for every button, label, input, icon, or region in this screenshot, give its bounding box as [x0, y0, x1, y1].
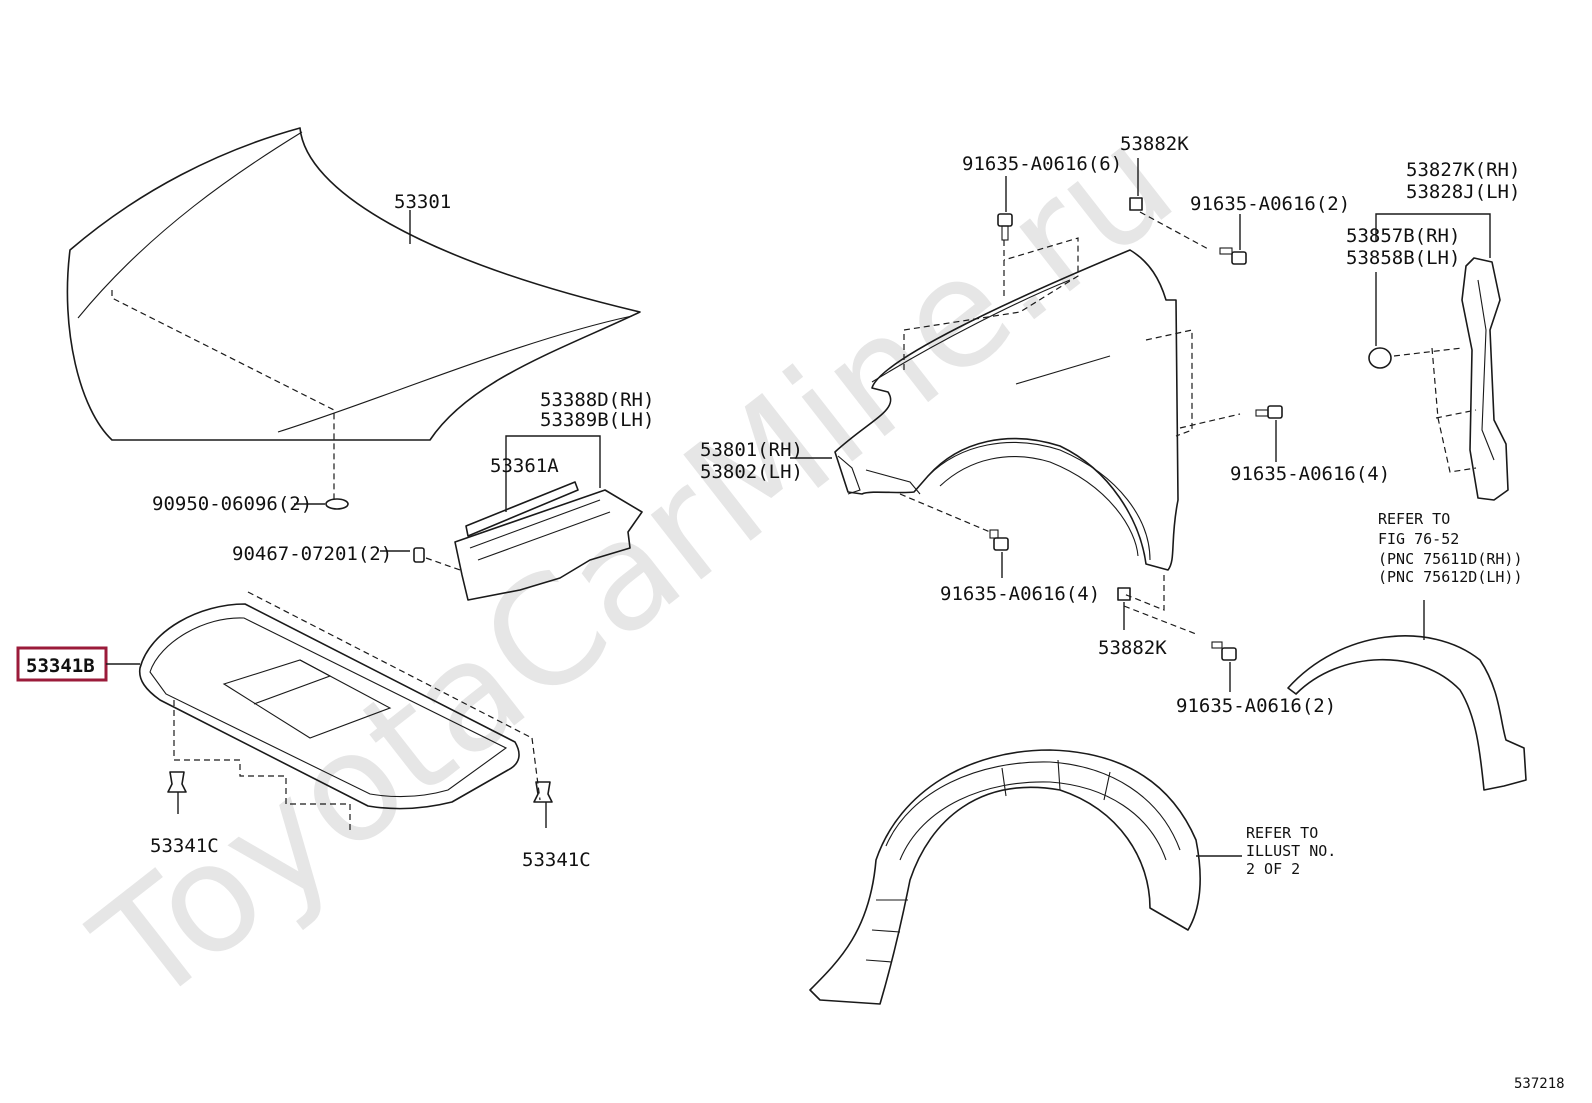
wheel-arch-molding [1287, 635, 1527, 791]
fig-ref-line-3: (PNC 75611D(RH)) [1378, 550, 1523, 568]
hood-seal [454, 481, 643, 601]
hood-clip-shape [325, 498, 349, 510]
insulator-dashed-left [173, 700, 351, 834]
illust-ref-line-3: 2 OF 2 [1246, 860, 1300, 878]
label-seal-a[interactable]: 53361A [490, 455, 559, 477]
fig-ref-line-2: FIG 76-52 [1378, 530, 1459, 548]
label-insulator-clip-right[interactable]: 53341C [522, 849, 591, 871]
fender-dashed-right [1145, 329, 1193, 437]
fig-ref-line-1: REFER TO [1378, 510, 1450, 528]
label-clip-lh[interactable]: 53858B(LH) [1346, 247, 1460, 269]
fender-liner [809, 749, 1201, 1005]
label-bracket-lh[interactable]: 53828J(LH) [1406, 181, 1520, 203]
label-nut-bottom[interactable]: 53882K [1098, 637, 1167, 659]
label-insulator[interactable]: 53341B [26, 655, 95, 677]
bolt-top-shape [997, 176, 1013, 241]
fender-dashed-nut [1139, 211, 1211, 251]
bolt-bottom-right-shape [1211, 641, 1237, 692]
label-bolt-top-right[interactable]: 91635-A0616(2) [1190, 193, 1350, 215]
fender-dashed-bottom [1123, 575, 1165, 611]
label-clip-rh[interactable]: 53857B(RH) [1346, 225, 1460, 247]
bolt-right-shape [1255, 405, 1283, 462]
label-bracket-rh[interactable]: 53827K(RH) [1406, 159, 1520, 181]
bracket-dashed-bottom [1431, 347, 1477, 473]
label-bolt-right[interactable]: 91635-A0616(4) [1230, 463, 1390, 485]
hood-dashed-guide [111, 290, 335, 500]
bolt-top-right-shape [1219, 214, 1247, 265]
fender-dashed-top [903, 237, 1079, 370]
label-insulator-clip-left[interactable]: 53341C [150, 835, 219, 857]
label-hood-clip[interactable]: 90950-06096(2) [152, 493, 312, 515]
label-hood[interactable]: 53301 [394, 191, 451, 213]
side-bracket [1461, 257, 1509, 501]
insulator-dashed-right [531, 737, 541, 801]
bracket-clip-shape [1368, 272, 1392, 369]
label-fender-lh[interactable]: 53802(LH) [700, 461, 803, 483]
label-fender-rh[interactable]: 53801(RH) [700, 439, 803, 461]
label-seal-clip[interactable]: 90467-07201(2) [232, 543, 392, 565]
label-seal-rh[interactable]: 53388D(RH) [540, 389, 654, 411]
fender-dashed-bottom-bolt [1123, 605, 1197, 635]
insulator-clip-left-shape [167, 771, 187, 814]
bracket-dashed-mid [1435, 409, 1477, 419]
illust-ref-line-2: ILLUST NO. [1246, 842, 1336, 860]
bolt-bottom-shape [989, 529, 1009, 578]
label-bolt-bottom-right[interactable]: 91635-A0616(2) [1176, 695, 1336, 717]
bracket-leader [1375, 213, 1491, 258]
watermark: ToyotaCarMine.ru [64, 94, 1205, 1038]
insulator-dashed-top [247, 591, 533, 739]
nut-top-shape [1129, 158, 1143, 211]
bracket-dashed-top [1393, 347, 1463, 357]
nut-bottom-shape [1117, 587, 1131, 630]
hood-insulator [138, 603, 520, 810]
label-bolt-bottom[interactable]: 91635-A0616(4) [940, 583, 1100, 605]
fender-dashed-left-bolt [899, 493, 991, 533]
insulator-clip-right-shape [533, 781, 553, 828]
front-fender [834, 249, 1179, 571]
label-seal-lh[interactable]: 53389B(LH) [540, 409, 654, 431]
seal-bracket-leader [505, 435, 601, 488]
fig-ref-line-4: (PNC 75612D(LH)) [1378, 568, 1523, 586]
hood-panel [66, 127, 641, 441]
sheet-id: 537218 [1514, 1076, 1565, 1092]
label-nut-top[interactable]: 53882K [1120, 133, 1189, 155]
illust-ref-line-1: REFER TO [1246, 824, 1318, 842]
fender-dashed-bolt-right [1179, 413, 1241, 429]
label-bolt-top[interactable]: 91635-A0616(6) [962, 153, 1122, 175]
seal-clip-shape [413, 547, 461, 571]
